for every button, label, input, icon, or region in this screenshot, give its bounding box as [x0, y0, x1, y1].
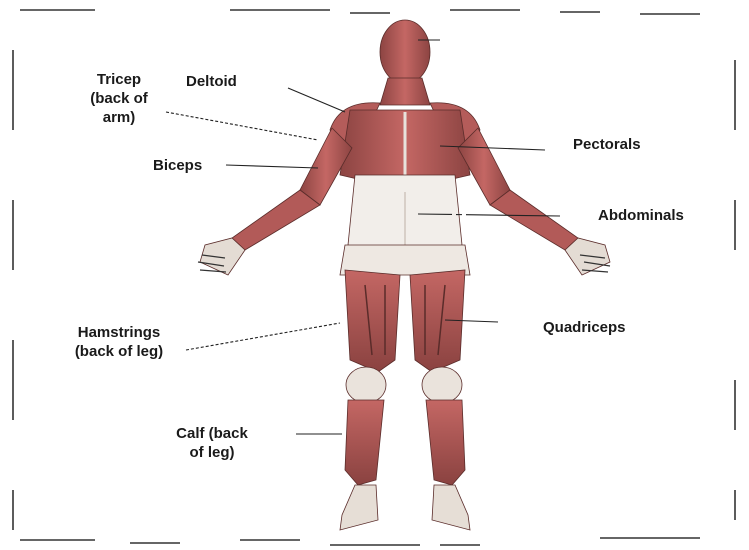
right-thigh — [410, 270, 465, 372]
leader-hamstrings — [186, 323, 340, 350]
label-deltoid: Deltoid — [186, 72, 237, 91]
left-forearm — [232, 190, 320, 250]
label-quadriceps: Quadriceps — [543, 318, 626, 337]
leader-deltoid — [288, 88, 345, 112]
label-tricep: Tricep (back of arm) — [78, 70, 160, 127]
leader-biceps — [226, 165, 318, 168]
label-hamstrings: Hamstrings (back of leg) — [55, 323, 183, 361]
left-calf — [345, 400, 384, 485]
right-calf — [426, 400, 465, 485]
label-calf: Calf (back of leg) — [157, 424, 267, 462]
label-biceps: Biceps — [153, 156, 202, 175]
label-pectorals: Pectorals — [573, 135, 641, 154]
neck — [380, 78, 430, 105]
label-abdominals: Abdominals — [598, 206, 684, 225]
left-knee — [346, 367, 386, 403]
right-foot — [432, 485, 470, 530]
leader-tricep — [166, 112, 318, 140]
right-knee — [422, 367, 462, 403]
right-forearm — [490, 190, 578, 250]
left-thigh — [345, 270, 400, 372]
head — [380, 20, 430, 84]
left-hand — [200, 238, 245, 275]
left-foot — [340, 485, 378, 530]
